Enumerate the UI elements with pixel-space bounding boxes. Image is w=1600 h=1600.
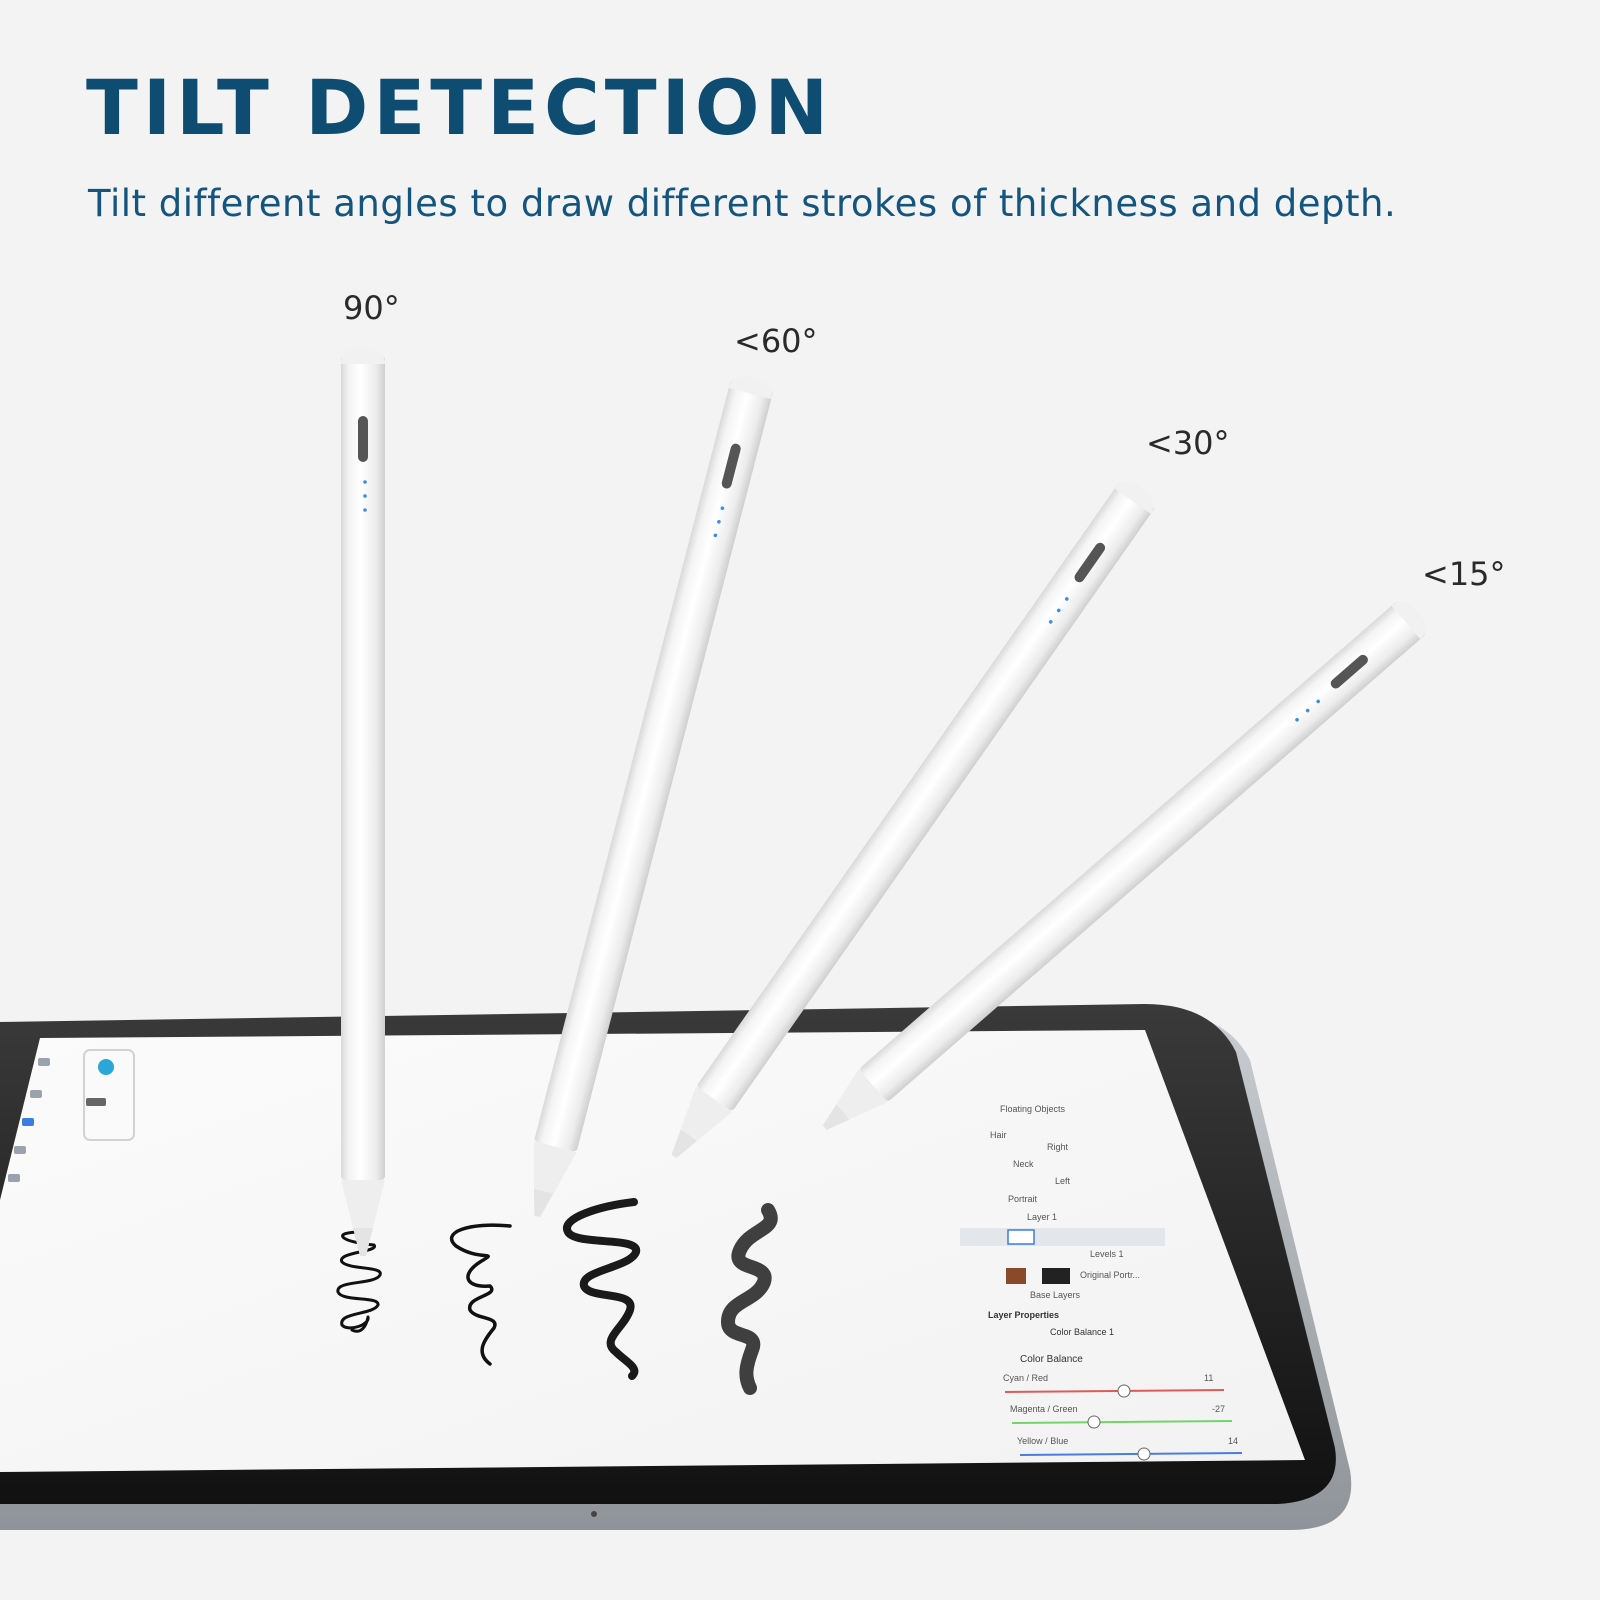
touch-sensor-icon: [358, 416, 368, 462]
battery-led-icon: [1295, 717, 1299, 722]
layer-name[interactable]: Right: [1047, 1142, 1069, 1152]
tool-icon[interactable]: [38, 1058, 50, 1066]
touch-sensor-icon: [1330, 654, 1368, 689]
app-toolbar: [8, 1049, 135, 1182]
layer-name[interactable]: Levels 1: [1090, 1249, 1124, 1259]
angle-label-60: <60°: [734, 322, 818, 360]
swatch-icon[interactable]: [86, 1098, 106, 1106]
layer-thumbnail: [1042, 1268, 1070, 1284]
battery-led-icon: [1305, 708, 1310, 713]
slider-label: Yellow / Blue: [1017, 1436, 1068, 1446]
slider-value: 11: [1204, 1373, 1213, 1383]
layer-name[interactable]: Floating Objects: [1000, 1104, 1066, 1114]
layer-name[interactable]: Base Layers: [1030, 1290, 1081, 1300]
stylus-60: [533, 376, 773, 1218]
tool-icon[interactable]: [14, 1146, 26, 1154]
battery-led-icon: [1316, 699, 1320, 704]
layer-name[interactable]: Portrait: [1008, 1194, 1038, 1204]
stylus-15: [822, 601, 1426, 1130]
selected-layer-row[interactable]: [960, 1228, 1165, 1246]
brush-icon[interactable]: [98, 1059, 114, 1075]
stroke-60-degree: [449, 1223, 512, 1366]
stylus-90: [341, 348, 385, 1256]
stroke-30-degree: [563, 1198, 640, 1380]
page-subtitle: Tilt different angles to draw different …: [88, 182, 1397, 225]
layer-properties-heading: Layer Properties: [988, 1310, 1059, 1320]
slider-label: Cyan / Red: [1003, 1373, 1048, 1383]
touch-sensor-icon: [721, 443, 741, 489]
layer-name[interactable]: Left: [1055, 1176, 1071, 1186]
battery-led-icon: [713, 533, 718, 538]
tablet: Floating Objects Hair Right Neck Left Po…: [0, 1004, 1352, 1530]
tool-icon[interactable]: [30, 1090, 42, 1098]
tablet-sensor: [591, 1511, 597, 1517]
layer-name[interactable]: Hair: [990, 1130, 1007, 1140]
selected-layer-name: Color Balance 1: [1050, 1327, 1114, 1337]
battery-led-icon: [1056, 608, 1061, 613]
touch-sensor-icon: [1074, 542, 1106, 583]
layer-name[interactable]: Neck: [1013, 1159, 1034, 1169]
battery-led-icon: [1064, 597, 1069, 601]
magenta-green-slider[interactable]: [1011, 1420, 1233, 1424]
tool-icon[interactable]: [22, 1118, 34, 1126]
layer-name[interactable]: Layer 1: [1027, 1212, 1057, 1222]
battery-led-icon: [720, 506, 725, 511]
tablet-screen: [0, 1030, 1305, 1472]
yellow-blue-slider[interactable]: [1019, 1452, 1243, 1456]
color-balance-heading: Color Balance: [1020, 1354, 1083, 1365]
page-title: TILT DETECTION: [86, 63, 834, 152]
battery-led-icon: [363, 480, 367, 484]
stylus-30: [671, 481, 1154, 1159]
angle-label-30: <30°: [1146, 424, 1230, 462]
layer-name[interactable]: Original Portr...: [1080, 1270, 1140, 1280]
adjustment-icon: [1007, 1229, 1035, 1245]
slider-thumb[interactable]: [1117, 1384, 1131, 1398]
battery-led-icon: [363, 494, 367, 498]
stroke-samples: [336, 1198, 778, 1395]
battery-led-icon: [1048, 620, 1053, 624]
slider-thumb[interactable]: [1087, 1415, 1101, 1429]
slider-value: 14: [1228, 1436, 1238, 1446]
stroke-90-degree: [336, 1230, 382, 1333]
battery-led-icon: [363, 508, 367, 512]
slider-value: -27: [1212, 1404, 1225, 1414]
angle-label-90: 90°: [343, 289, 400, 327]
layers-panel: Floating Objects Hair Right Neck Left Po…: [960, 1104, 1243, 1461]
tool-icon[interactable]: [8, 1174, 20, 1182]
stylus-pens: [341, 348, 1426, 1256]
stroke-15-degree: [721, 1203, 778, 1395]
angle-label-15: <15°: [1422, 555, 1506, 593]
cyan-red-slider[interactable]: [1004, 1389, 1225, 1393]
battery-led-icon: [717, 519, 721, 524]
layer-thumbnail: [1006, 1268, 1026, 1284]
slider-thumb[interactable]: [1137, 1447, 1151, 1461]
slider-label: Magenta / Green: [1010, 1404, 1078, 1414]
